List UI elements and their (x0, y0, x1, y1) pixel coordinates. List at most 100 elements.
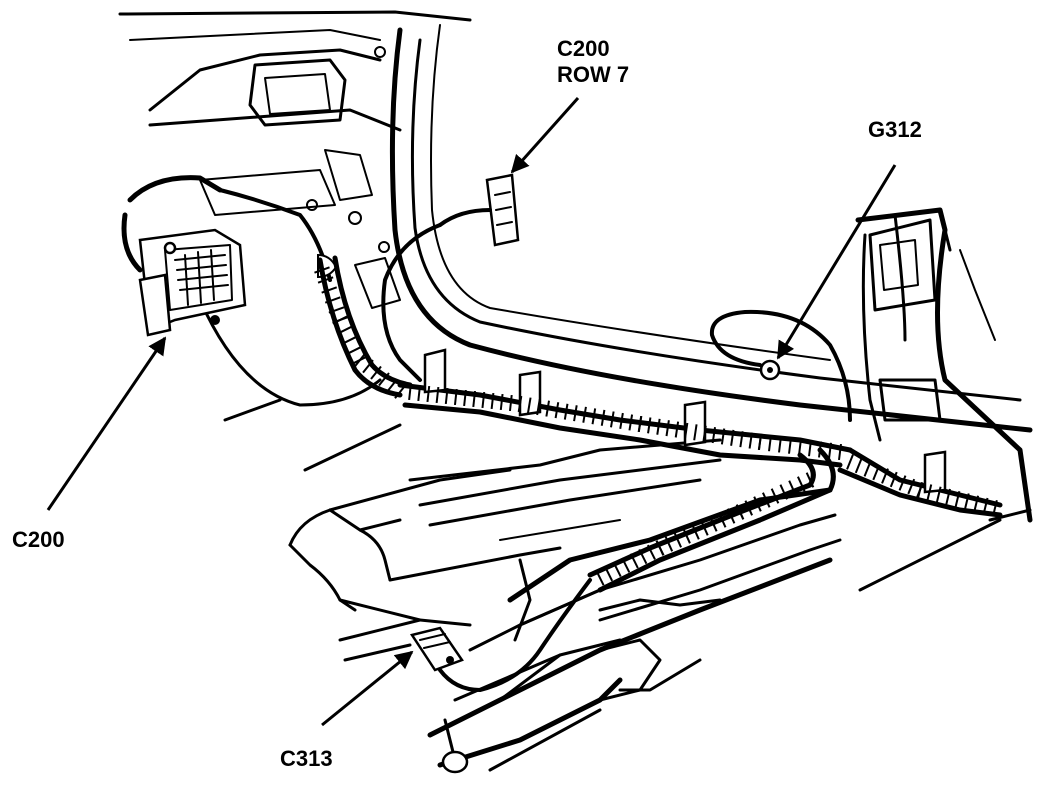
conduit-rib (619, 412, 624, 429)
label-c200: C200 (12, 527, 65, 552)
conduit-rib (444, 387, 449, 405)
conduit-rib (370, 365, 382, 380)
label-g312: G312 (868, 117, 922, 142)
conduit-rib (332, 315, 348, 325)
conduit-rib (768, 435, 772, 452)
conduit-rib (324, 296, 341, 304)
conduit-rib (591, 408, 597, 425)
conduit-rib (563, 403, 569, 420)
c313-connector (409, 626, 464, 672)
conduit-rib (517, 395, 523, 413)
conduit-rib (788, 480, 797, 496)
conduit-rib (499, 393, 504, 411)
leader-c200-row7 (510, 97, 580, 174)
conduit-rib (739, 431, 744, 448)
conduit-rib (718, 512, 727, 528)
conduit-rib (691, 524, 700, 540)
conduit-rib (720, 428, 726, 445)
conduit-rib (935, 486, 942, 503)
conduit-rib (472, 390, 477, 408)
conduit-rib (582, 406, 587, 423)
g312-ground (709, 309, 852, 422)
conduit-rib (682, 528, 691, 544)
conduit-rib (748, 432, 753, 449)
conduit-rib (665, 420, 670, 437)
conduit-rib (646, 544, 656, 560)
conduit-rib (314, 266, 330, 274)
conduit-rib (846, 454, 854, 470)
conduit-rib (798, 438, 802, 456)
conduit-rib (973, 495, 980, 512)
conduit-rib (992, 499, 998, 517)
conduit-rib (758, 433, 762, 451)
conduit-rib (490, 392, 495, 410)
conduit-rib (526, 397, 532, 414)
conduit-rib (394, 385, 406, 399)
conduit-rib (612, 561, 622, 578)
conduit-rib (711, 427, 717, 444)
conduit-rib (926, 484, 933, 501)
label-c313: C313 (280, 746, 333, 771)
conduit-rib (898, 475, 907, 491)
conduit-rib (889, 471, 898, 488)
conduit-rib (337, 325, 353, 335)
conduit-rib (907, 478, 916, 495)
conduit-rib (328, 306, 345, 314)
body-structure (118, 10, 1033, 774)
conduit-rib (700, 520, 709, 536)
conduit-rib (702, 425, 707, 442)
leader-g312 (776, 164, 897, 360)
callout-labels: C200 ROW 7 G312 C200 C313 (12, 36, 922, 771)
conduit-rib (554, 402, 560, 419)
conduit-rib (762, 492, 771, 508)
conduit-rib (647, 417, 652, 434)
conduit-rib (779, 484, 788, 500)
conduit-rib (595, 570, 605, 586)
conduit-rib (545, 400, 550, 417)
conduit-rib (735, 504, 745, 520)
conduit-rib (945, 488, 951, 505)
conduit-rib (683, 422, 689, 439)
conduit-rib (604, 566, 614, 582)
conduit-rib (638, 548, 648, 565)
conduit-rib (347, 345, 363, 355)
conduit-rib (481, 391, 486, 409)
conduit-rib (628, 414, 634, 431)
label-c200-row7-line1: C200 (557, 36, 610, 61)
conduit-rib (838, 443, 842, 461)
conduit-rib (709, 516, 718, 532)
conduit-rib (726, 508, 736, 524)
conduit-rib (508, 394, 513, 412)
conduit-rib (600, 409, 606, 426)
conduit-rib (453, 388, 458, 406)
conduit-rib (342, 335, 358, 345)
conduit-rib (872, 464, 881, 481)
conduit-rib (536, 399, 541, 416)
conduit-rib (954, 490, 961, 508)
leader-c200 (46, 336, 167, 511)
conduit-rib (805, 472, 815, 488)
conduit-rib (463, 389, 467, 407)
conduit-rib (386, 378, 398, 393)
conduit-rib (797, 476, 806, 492)
conduit-rib (408, 383, 412, 401)
conduit-rib (881, 468, 889, 484)
conduit-rib (378, 372, 390, 387)
conduit-rib (788, 437, 792, 454)
conduit-rib (656, 418, 661, 435)
conduit-rib (818, 441, 822, 458)
conduit-rib (426, 385, 431, 403)
conduit-rib (693, 424, 698, 441)
conduit-rib (854, 457, 863, 474)
c200-row7-connector (438, 173, 520, 247)
conduit-rib (828, 442, 832, 459)
conduit-rib (629, 553, 639, 569)
conduit-rib (730, 429, 735, 446)
conduit-rib (664, 536, 674, 552)
c200-connector-block (121, 175, 247, 337)
label-c200-row7-line2: ROW 7 (557, 62, 629, 87)
conduit-rib (778, 436, 782, 453)
conduit-rib (610, 411, 615, 428)
conduit-rib (753, 496, 762, 512)
